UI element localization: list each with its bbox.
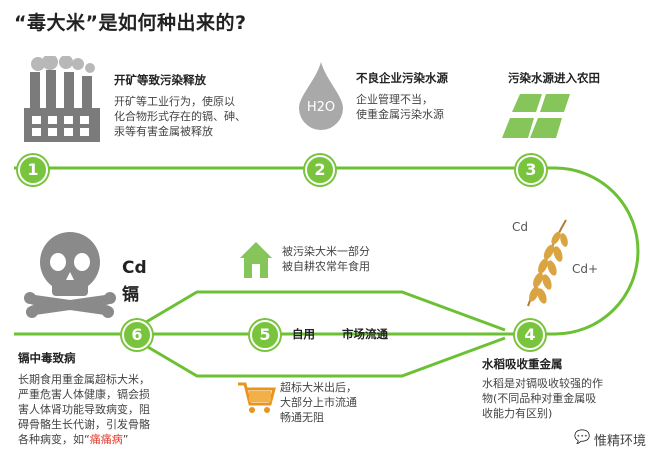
step5-badge: 5 [250, 320, 280, 350]
cd-element-name: 镉 [122, 285, 139, 305]
step2-text: 企业管理不当， 使重金属污染水源 [356, 93, 444, 121]
step6-badge: 6 [122, 320, 152, 350]
water-drop-icon [299, 62, 343, 130]
flow-branch-upper [135, 290, 506, 332]
flow-line-top [14, 166, 640, 336]
step3-badge: 3 [516, 155, 546, 185]
step1-heading: 开矿等致污染释放 [114, 73, 206, 87]
upper-branch-text: 被污染大米一部分 被自耕农常年食用 [282, 245, 370, 273]
step4-heading: 水稻吸收重金属 [482, 357, 563, 371]
watermark-label: 惟精环境 [594, 434, 647, 449]
cd-label-1: Cd [512, 220, 528, 234]
skull-icon [24, 232, 116, 318]
lower-branch-text: 超标大米出后， 大部分上市流通 畅通无阻 [280, 381, 357, 424]
step2-badge: 2 [305, 155, 335, 185]
flow-branch-lower [135, 336, 506, 378]
step4-badge: 4 [515, 320, 545, 350]
step5-right-label: 市场流通 [342, 327, 388, 341]
cd-element-label: Cd [122, 258, 147, 278]
water-drop-label: H2O [306, 100, 336, 115]
step3-heading: 污染水源进入农田 [508, 71, 600, 85]
rice-icon [527, 219, 568, 307]
step6-text: 长期食用重金属超标大米， 严重危害人体健康，镉会损 害人体肾功能导致病变，阻 碍… [18, 373, 150, 446]
step1-text: 开矿等工业行为，使原以 化合物形式存在的镉、砷、 汞等有害金属被释放 [114, 95, 246, 138]
shopping-cart-icon [238, 382, 276, 413]
itai-itai-disease: 痛痛病 [89, 433, 123, 446]
house-icon [240, 242, 272, 278]
wechat-icon: 💬 [574, 430, 591, 445]
cd-label-2: Cd+ [572, 262, 599, 276]
step1-badge: 1 [18, 155, 48, 185]
step5-left-label: 自用 [292, 327, 315, 341]
factory-icon [24, 56, 100, 142]
step2-heading: 不良企业污染水源 [356, 71, 448, 85]
step4-text: 水稻是对镉吸收较强的作 物(不同品种对重金属吸 收能力有区别) [482, 377, 603, 420]
page-title: “毒大米”是如何种出来的? [14, 12, 247, 34]
step6-heading: 镉中毒致病 [18, 351, 76, 365]
farm-field-icon [502, 94, 570, 138]
